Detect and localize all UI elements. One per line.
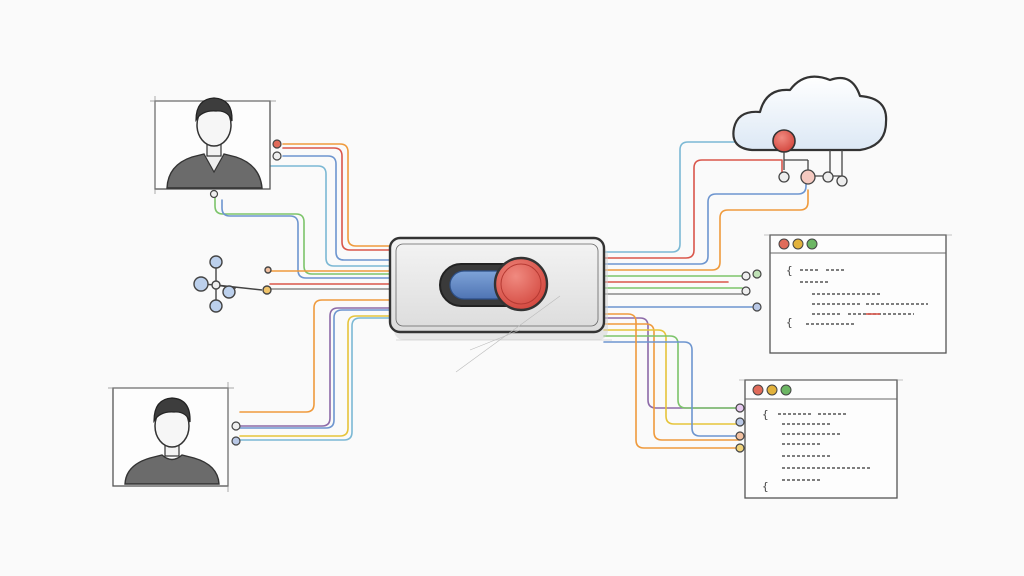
network-node-icon xyxy=(193,255,272,313)
svg-text:{: { xyxy=(786,316,793,329)
cloud xyxy=(732,75,888,187)
central-switch xyxy=(388,236,608,340)
user-top xyxy=(150,96,282,199)
toggle-knob xyxy=(493,256,549,312)
code-window-icon xyxy=(778,238,818,250)
wire xyxy=(603,323,741,441)
wire xyxy=(603,335,741,409)
toggle-switch-icon xyxy=(439,256,549,312)
connector-dot xyxy=(741,286,751,296)
connector-dot xyxy=(752,302,762,312)
user-avatar-icon xyxy=(124,397,220,485)
svg-text:{: { xyxy=(786,264,793,277)
svg-text:{: { xyxy=(762,408,769,421)
wire xyxy=(269,165,393,267)
wire xyxy=(239,317,393,441)
code-window-1: { { xyxy=(741,234,952,354)
connector-dot xyxy=(231,436,241,446)
connector-dot xyxy=(231,421,241,431)
connector-dot xyxy=(735,403,745,413)
code-window-icon xyxy=(752,384,792,396)
wire xyxy=(282,155,393,261)
wires-right xyxy=(603,141,809,449)
sketch-marks xyxy=(396,295,612,373)
connector-dot xyxy=(272,139,282,149)
wire xyxy=(603,313,741,449)
connector-dot xyxy=(272,151,282,161)
svg-text:{: { xyxy=(762,480,769,493)
wire xyxy=(282,143,393,247)
wire xyxy=(603,329,741,425)
cloud-icon xyxy=(732,75,888,152)
wire xyxy=(603,179,807,265)
wire xyxy=(221,199,393,279)
connector-dot xyxy=(735,431,745,441)
cloud-node-red xyxy=(772,129,796,153)
wire xyxy=(239,299,393,413)
connector-dot xyxy=(735,443,745,453)
wire xyxy=(603,317,741,409)
code-window-2: { { xyxy=(735,379,903,499)
connector-dot xyxy=(741,271,751,281)
wire xyxy=(603,189,809,271)
wire xyxy=(603,159,783,259)
wire xyxy=(214,195,393,275)
connector-dot xyxy=(752,269,762,279)
wire xyxy=(603,341,741,437)
wire xyxy=(239,315,393,437)
wire xyxy=(239,307,393,427)
connector-dot xyxy=(735,417,745,427)
wire xyxy=(239,309,393,429)
connector-dot xyxy=(209,189,219,199)
wire xyxy=(282,147,393,251)
wire xyxy=(603,141,771,253)
user-bottom xyxy=(108,382,241,492)
wires-left xyxy=(214,143,393,441)
user-avatar-icon xyxy=(166,97,263,189)
